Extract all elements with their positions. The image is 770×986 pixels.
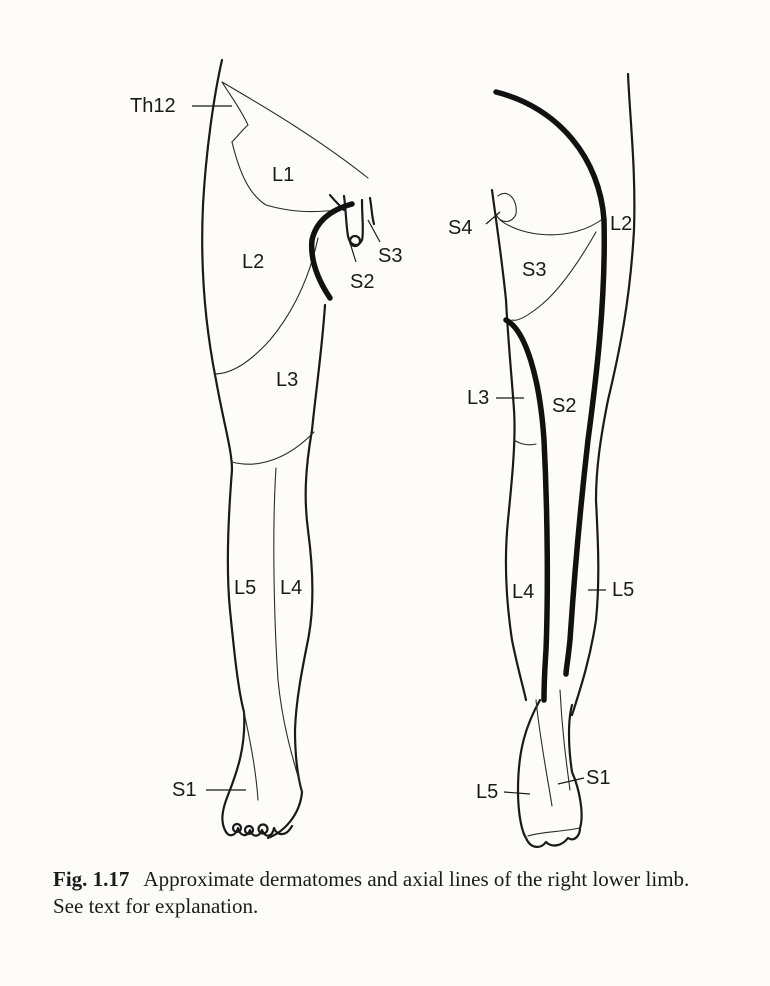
label-s3-back: S3: [522, 259, 546, 281]
posterior-axial-line-1: [493, 89, 607, 677]
label-th12: Th12: [130, 95, 176, 117]
label-l3: L3: [276, 369, 298, 391]
label-l4: L4: [280, 577, 302, 599]
label-s4: S4: [448, 217, 472, 239]
anterior-lateral-outline: [201, 58, 246, 834]
anterior-axial-line: [308, 201, 355, 301]
label-l5: L5: [234, 577, 256, 599]
label-s1-back: S1: [586, 767, 610, 789]
label-s2: S2: [350, 271, 374, 293]
label-l5-back-shin: L5: [612, 579, 634, 601]
label-l3-back: L3: [467, 387, 489, 409]
label-s2-back: S2: [552, 395, 576, 417]
label-s3: S3: [378, 245, 402, 267]
posterior-medial-outline: [490, 188, 528, 702]
posterior-view: S4 L2 S3 L3 S2 L4 L5 L5 S1: [448, 72, 636, 848]
posterior-lateral-outline: [570, 72, 636, 717]
anterior-toes: [224, 824, 294, 837]
label-l4-back: L4: [512, 581, 534, 603]
label-l2-back: L2: [610, 213, 632, 235]
label-l1: L1: [272, 164, 294, 186]
posterior-axial-line-2: [503, 317, 551, 703]
caption-text: Approximate dermatomes and axial lines o…: [53, 867, 690, 918]
posterior-heel-outline: [516, 698, 583, 848]
label-s1: S1: [172, 779, 196, 801]
figure-number: Fig. 1.17: [53, 867, 130, 891]
label-l5-back-foot: L5: [476, 781, 498, 803]
anterior-view: Th12 L1 L2 S3 S2 L3 L5 L4 S1: [130, 58, 402, 840]
label-l2: L2: [242, 251, 264, 273]
